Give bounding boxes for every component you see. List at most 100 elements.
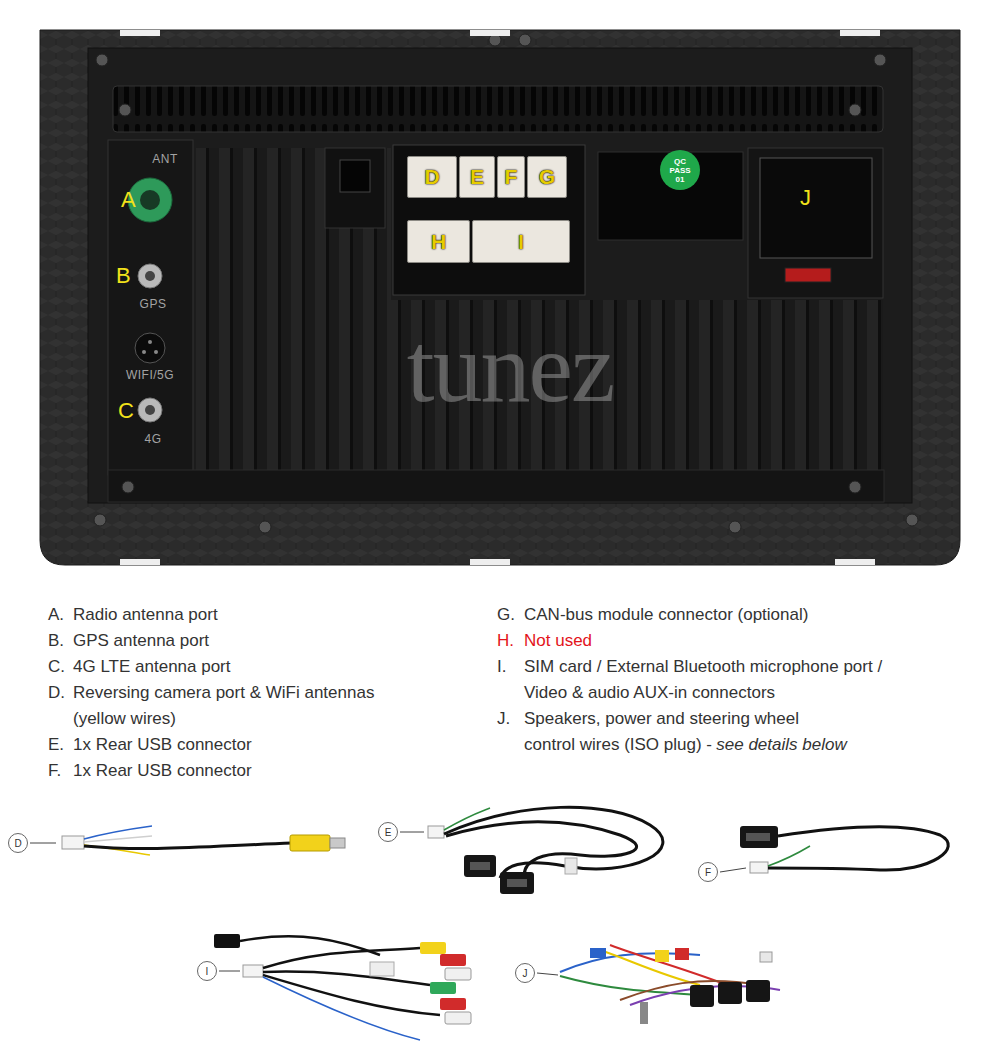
callout-letter: C	[118, 398, 134, 423]
screws	[119, 104, 131, 116]
callout-circle: E	[378, 822, 398, 842]
wifi-port	[148, 340, 152, 344]
wire	[263, 948, 420, 968]
cooling-fins	[196, 148, 391, 470]
screws	[849, 481, 861, 493]
wire	[263, 977, 420, 1040]
connector-housing: H	[407, 220, 470, 263]
callout-letter: J	[523, 968, 528, 979]
plug	[655, 950, 669, 962]
lte-port	[145, 405, 155, 415]
callout-letter-block: A	[121, 187, 136, 213]
mounting-tabs	[120, 559, 160, 565]
key-letter: A.	[48, 605, 64, 624]
qc-sticker-text: QC	[674, 157, 686, 166]
cable-i	[214, 934, 471, 1040]
mounting-tabs	[470, 30, 510, 36]
mounting-tabs	[120, 30, 880, 565]
plug	[428, 826, 444, 838]
connector-letter: I	[518, 230, 524, 254]
leader-line	[537, 973, 558, 975]
key-letter-block: G.	[497, 602, 515, 628]
port-marking: 4G	[144, 432, 161, 446]
screws	[122, 481, 134, 493]
iso-plug	[718, 982, 742, 1004]
key-letter-block: I.	[497, 654, 506, 680]
usb-socket	[470, 862, 490, 870]
key-letter: I.	[497, 657, 506, 676]
port-marking: WIFI/5G	[126, 368, 174, 382]
rca-plug	[420, 942, 446, 954]
key-letter: B.	[48, 631, 64, 650]
screws	[906, 514, 918, 526]
rca-plug	[440, 998, 466, 1010]
connector-letter: G	[539, 165, 555, 189]
callout-letter: B	[116, 263, 131, 288]
qc-sticker-text: PASS	[669, 166, 690, 175]
wifi-port	[135, 333, 165, 363]
usb-cable	[446, 822, 637, 880]
connector-letter: F	[505, 165, 518, 189]
usb-socket	[464, 855, 496, 877]
rca-plug	[290, 835, 330, 851]
key-letter: E.	[48, 735, 64, 754]
plug	[750, 862, 768, 873]
key-text-block: Speakers, power and steering wheel contr…	[524, 706, 854, 758]
screws	[729, 521, 741, 533]
lte-port	[138, 398, 162, 422]
plug	[243, 965, 263, 977]
mounting-tabs	[840, 30, 880, 36]
leader-line	[30, 843, 56, 844]
plug	[590, 948, 606, 958]
antenna-panel	[108, 140, 193, 475]
usb-cable	[768, 827, 948, 871]
port-marking-block: 4G	[133, 432, 173, 446]
sim-module	[214, 934, 240, 948]
wire	[84, 836, 152, 842]
mounting-tabs	[835, 559, 875, 565]
port-marking-block: ANT	[142, 152, 188, 166]
key-letter-block: J.	[497, 706, 510, 732]
callout-circle: J	[515, 963, 535, 983]
iso-plug	[746, 980, 770, 1002]
fuse	[785, 268, 831, 282]
key-letter-block: A.	[48, 602, 64, 628]
iso-plug	[690, 985, 714, 1007]
callout-letter: E	[385, 827, 392, 838]
top-vent	[113, 86, 883, 132]
key-text: see details below	[716, 735, 846, 754]
connector-letter: D	[424, 165, 439, 189]
callout-letter: D	[14, 838, 21, 849]
callout-letter-block: C	[118, 398, 134, 424]
rca-plug	[445, 968, 471, 980]
callout-circle: D	[8, 833, 28, 853]
usb-socket	[507, 879, 527, 887]
key-text: Reversing camera port & WiFi antennas (y…	[73, 683, 374, 728]
callout-letter-block: J	[800, 185, 811, 211]
rca-plug	[330, 838, 345, 848]
iso-socket	[760, 158, 872, 258]
key-text-block: Not used	[524, 628, 592, 654]
cable-d	[30, 826, 345, 855]
wire	[84, 843, 292, 849]
key-text: GPS antenna port	[73, 631, 209, 650]
key-letter-block: D.	[48, 680, 65, 706]
key-text: 1x Rear USB connector	[73, 735, 252, 754]
socket	[340, 160, 370, 192]
connector-housing: E	[459, 156, 495, 198]
callout-circle: I	[197, 961, 217, 981]
connector-bay	[393, 145, 585, 295]
iso-socket-frame	[748, 148, 883, 298]
usb-socket	[740, 826, 778, 848]
cable-j	[537, 945, 780, 1024]
key-letter: C.	[48, 657, 65, 676]
key-letter-block: C.	[48, 654, 65, 680]
leader-line	[219, 971, 240, 972]
cable-tag	[565, 858, 577, 874]
watermark-block: tunez	[380, 318, 640, 418]
key-text-block: Radio antenna port	[73, 602, 218, 628]
wifi-port	[154, 350, 158, 354]
plug	[640, 1002, 648, 1024]
gps-port	[145, 271, 155, 281]
callout-letter: J	[800, 185, 811, 210]
